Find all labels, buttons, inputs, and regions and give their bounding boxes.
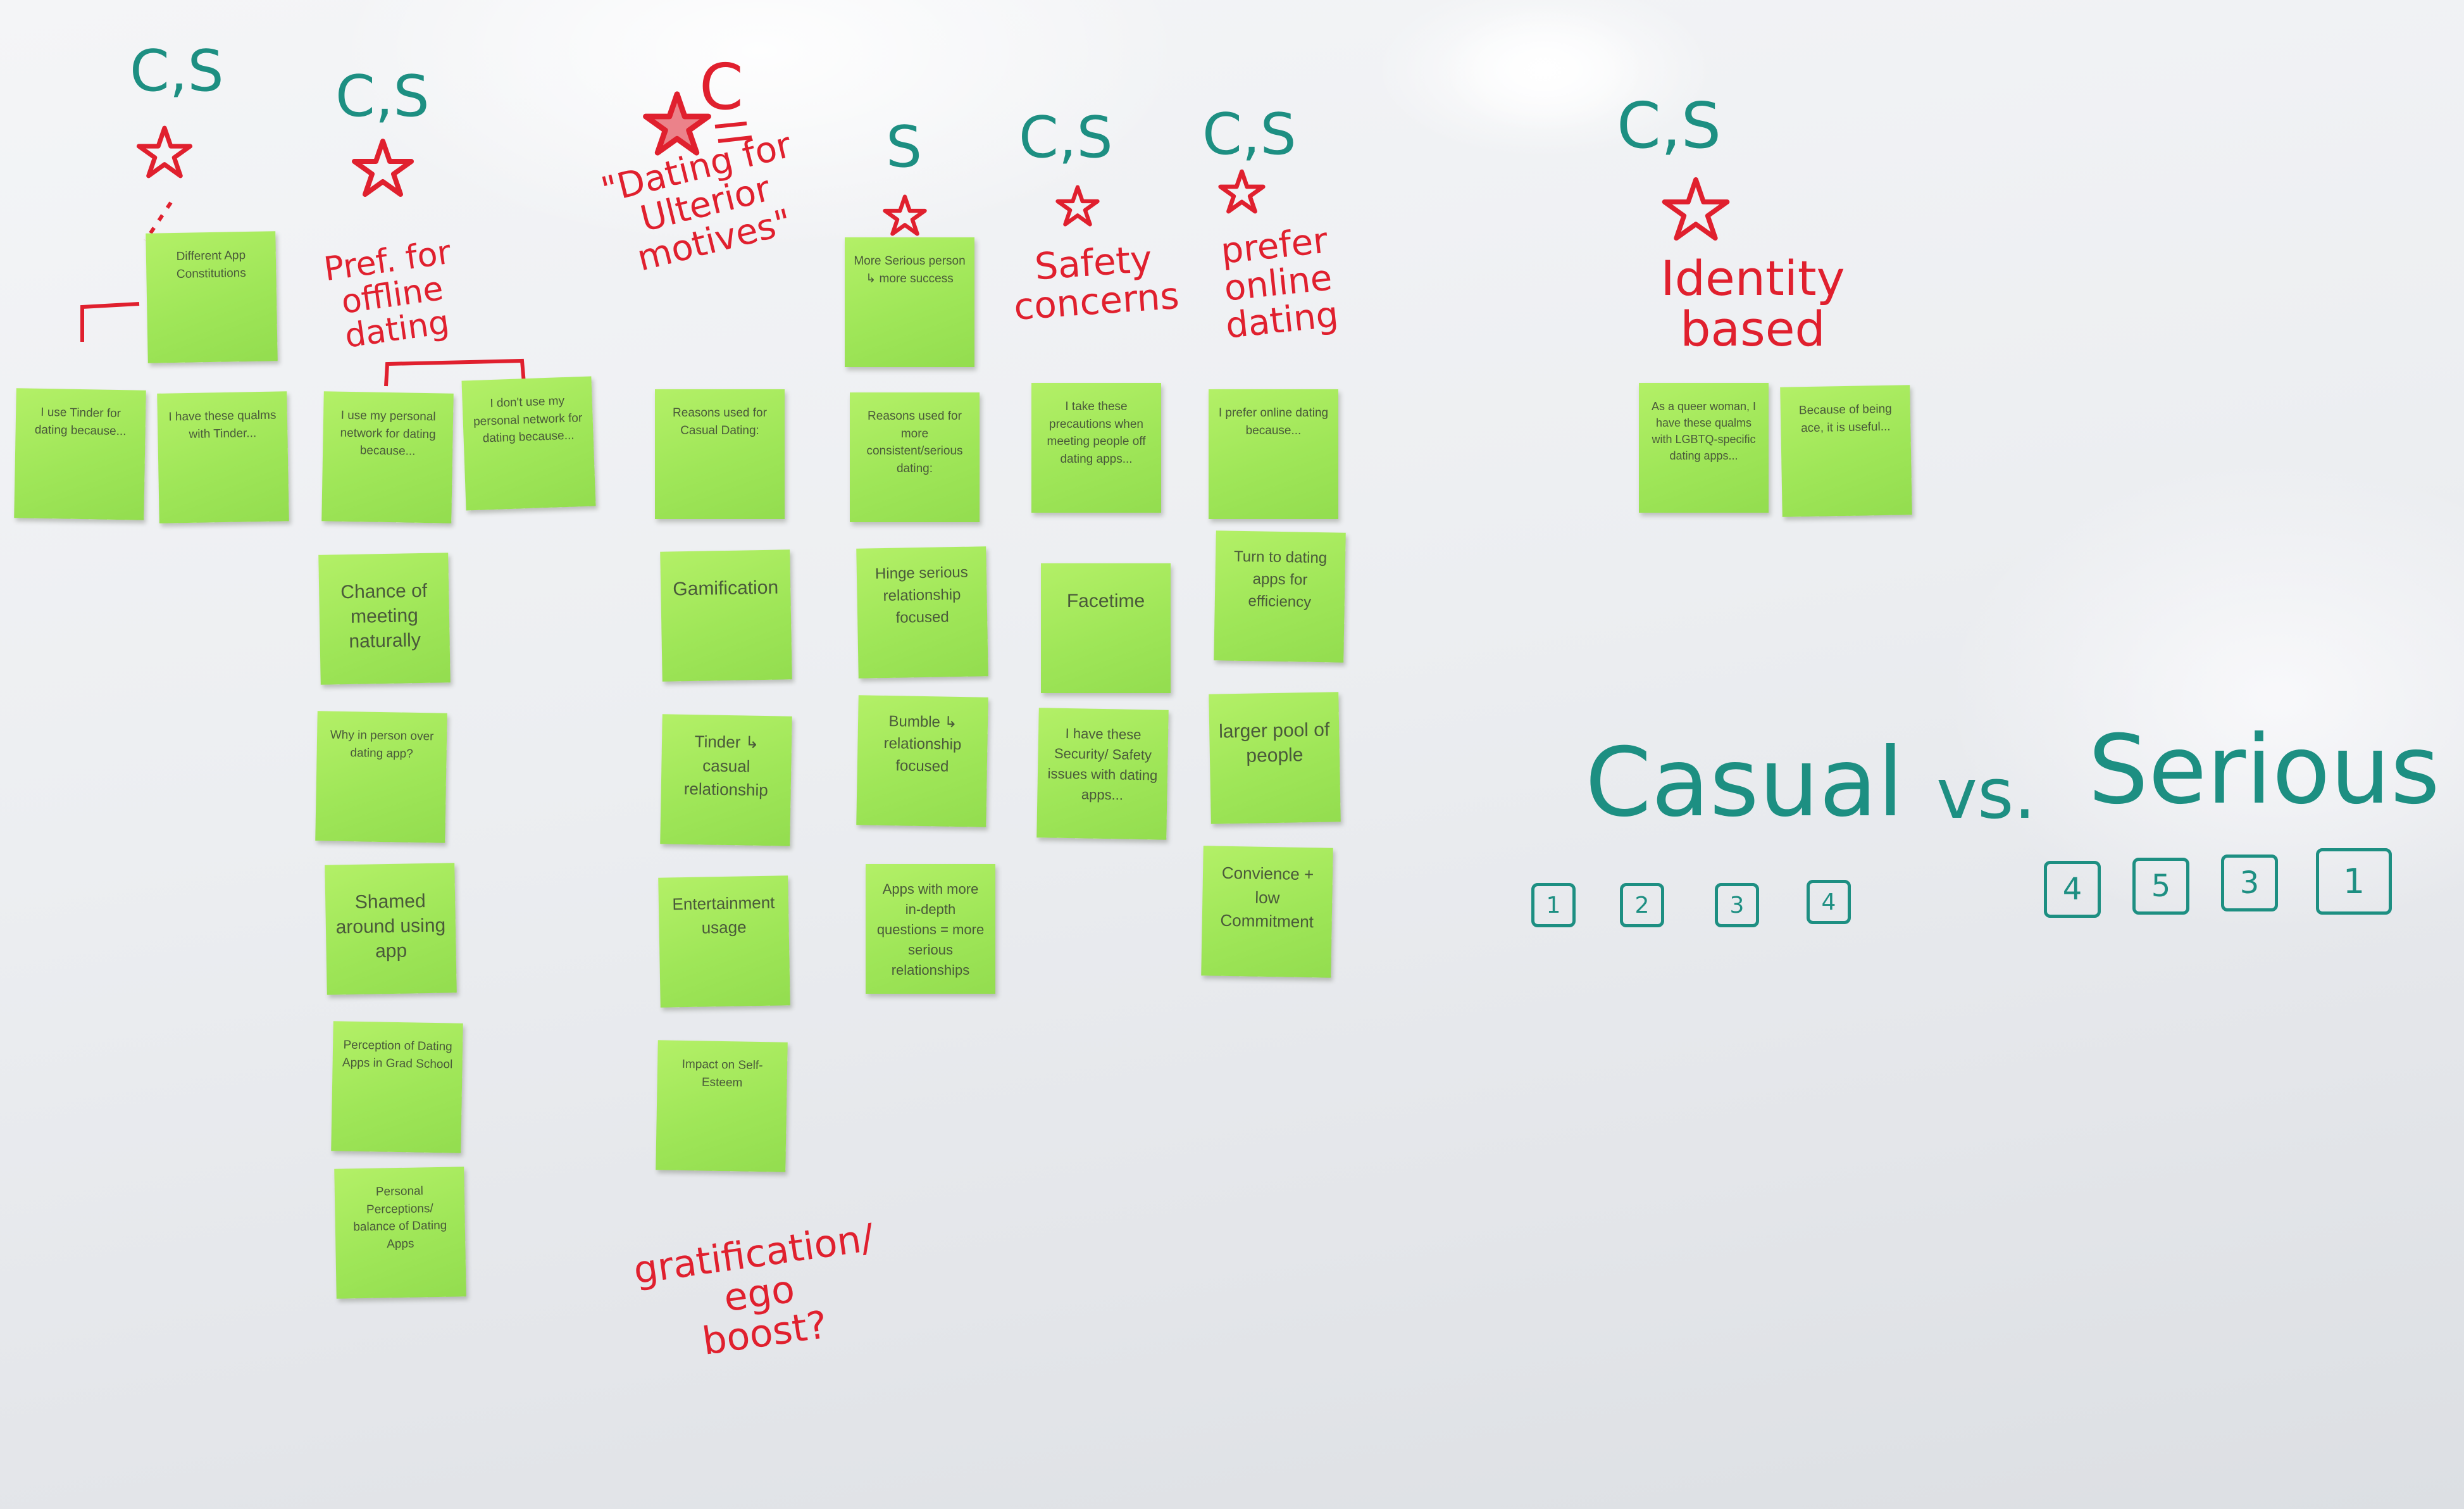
sticky-note: I have these Security/ Safety issues wit… (1036, 708, 1169, 840)
code-col3: C (699, 50, 744, 124)
serious-code-box: 3 (2221, 855, 2278, 911)
label-col2: Pref. for offline dating (321, 233, 454, 356)
sticky-note: Bumble ↳ relationship focused (856, 695, 988, 827)
sticky-note: I use my personal network for dating bec… (321, 391, 454, 523)
serious-code-box: 5 (2132, 858, 2189, 915)
label-line: concerns (1012, 273, 1181, 329)
sticky-note: Tinder ↳ casual relationship (660, 714, 792, 846)
star-icon (1055, 185, 1100, 227)
star-icon (883, 194, 927, 236)
sticky-note: Personal Perceptions/ balance of Dating … (334, 1167, 466, 1299)
sticky-note: Entertainment usage (658, 875, 790, 1008)
sticky-note: Reasons used for more consistent/serious… (850, 392, 980, 522)
sticky-note: I take these precautions when meeting pe… (1031, 383, 1161, 513)
legend-casual: Casual (1585, 728, 1904, 838)
serious-code-box: 1 (2316, 848, 2392, 915)
star-icon (136, 125, 193, 178)
label-col6: prefer online dating (1197, 220, 1359, 348)
sticky-note: I have these qualms with Tinder... (157, 391, 289, 523)
legend-serious: Serious (2088, 715, 2440, 825)
sticky-note: Apps with more in-depth questions = more… (866, 864, 995, 994)
sticky-note: Convience + low Commitment (1201, 846, 1333, 978)
sticky-note: Impact on Self-Esteem (656, 1040, 788, 1172)
code-col1: C,S (130, 38, 224, 104)
legend-vs: vs. (1936, 753, 2036, 834)
sticky-note: Why in person over dating app? (315, 711, 447, 843)
star-icon (352, 139, 414, 197)
sticky-note: Shamed around using app (325, 863, 457, 995)
bottom-label-col3: gratification/ ego boost? (626, 1215, 893, 1371)
sticky-note: Different App Constitutions (146, 231, 278, 363)
sticky-note: Reasons used for Casual Dating: (655, 389, 785, 519)
code-col2: C,S (335, 63, 430, 130)
light-glare (1443, 6, 1645, 133)
sticky-note: Facetime (1041, 563, 1171, 693)
sticky-note: I don't use my personal network for dati… (461, 376, 596, 511)
serious-code-box: 4 (2044, 861, 2101, 918)
code-col4: S (886, 114, 923, 180)
casual-code-box: 3 (1715, 883, 1759, 927)
sticky-note: I prefer online dating because... (1209, 389, 1338, 519)
sticky-note: Chance of meeting naturally (318, 553, 451, 685)
sticky-note: More Serious person ↳ more success (845, 237, 974, 367)
label-col7: Identity based (1620, 253, 1886, 354)
sticky-note: Gamification (660, 549, 792, 682)
label-col5: Safety concerns (1010, 237, 1181, 329)
sticky-note: Because of being ace, it is useful... (1780, 385, 1912, 517)
casual-code-box: 4 (1807, 880, 1851, 924)
sticky-note: Turn to dating apps for efficiency (1214, 530, 1346, 663)
label-col3: "Dating for Ulterior motives" (591, 125, 821, 284)
sticky-note: Perception of Dating Apps in Grad School (331, 1021, 463, 1153)
code-col5: C,S (1019, 104, 1113, 171)
casual-code-box: 1 (1531, 883, 1576, 927)
sticky-note: I use Tinder for dating because... (14, 388, 146, 520)
code-col6: C,S (1202, 101, 1297, 168)
sticky-note: Hinge serious relationship focused (856, 546, 988, 679)
casual-code-box: 2 (1620, 883, 1664, 927)
bracket-mark (80, 201, 173, 342)
double-mark (714, 122, 752, 143)
star-icon (1218, 169, 1266, 214)
code-col7: C,S (1617, 89, 1722, 163)
label-line: Identity (1660, 250, 1845, 306)
star-icon (643, 91, 711, 156)
sticky-note: As a queer woman, I have these qualms wi… (1639, 383, 1769, 513)
star-icon (1662, 177, 1730, 241)
sticky-note: larger pool of people (1209, 692, 1341, 824)
bracket-mark (384, 358, 526, 387)
label-line: based (1680, 300, 1826, 357)
